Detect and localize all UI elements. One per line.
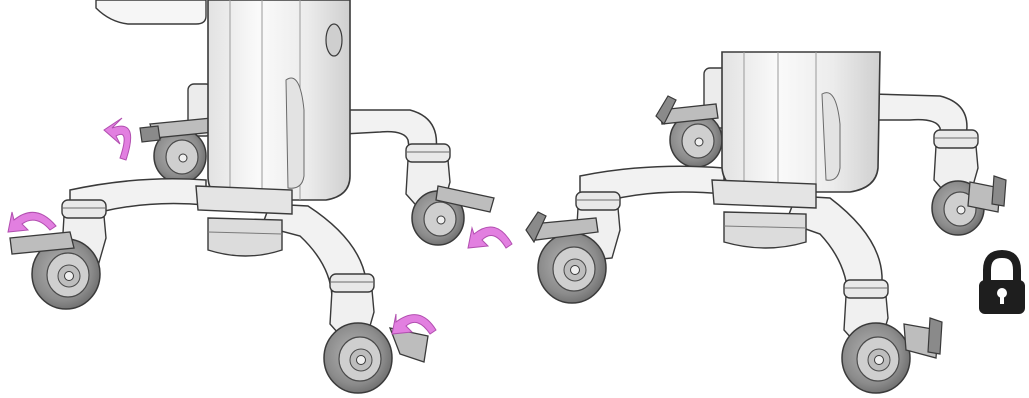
- lock-pedal: [435, 185, 495, 213]
- column: [207, 0, 351, 201]
- rotate-arrow-icon: [391, 313, 437, 335]
- base-hub: [207, 217, 283, 257]
- lock-pedal: [9, 231, 75, 255]
- caster-front-left: [525, 191, 621, 304]
- caster-rear-left: [139, 83, 215, 184]
- logo-badge: [325, 23, 343, 57]
- caster-front: [323, 273, 429, 394]
- caster-rear-left: [655, 67, 729, 168]
- base-hub: [723, 211, 807, 249]
- caster-right: [931, 129, 1007, 236]
- rotate-arrow-icon: [103, 117, 132, 161]
- lock-icon: [979, 249, 1025, 314]
- rotate-arrow-icon: [467, 226, 513, 249]
- rotate-arrow-icon: [7, 211, 57, 233]
- panel-locked: [525, 51, 1025, 394]
- caster-front: [841, 279, 943, 394]
- lock-pedal: [388, 327, 429, 363]
- tray-edge: [95, 0, 207, 25]
- rotation-arrows: [7, 117, 513, 335]
- caster-right: [405, 143, 495, 246]
- panel-unlocked: [7, 0, 513, 394]
- column: [721, 51, 881, 193]
- caster-front-left: [9, 199, 107, 310]
